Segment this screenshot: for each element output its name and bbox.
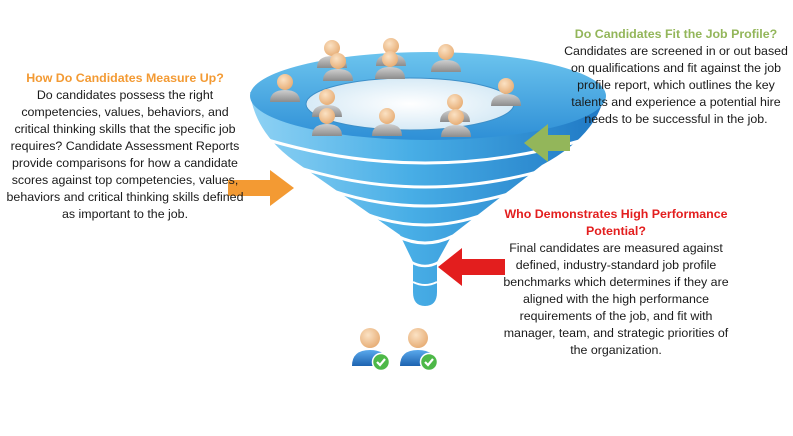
callout-heading: Who Demonstrates High Performance Potent…	[504, 207, 728, 238]
callout-body: Candidates are screened in or out based …	[564, 44, 788, 126]
orange-arrow-icon	[228, 170, 294, 206]
high-performance-callout: Who Demonstrates High Performance Potent…	[496, 206, 736, 359]
approved-person-icon	[400, 328, 439, 372]
green-arrow-icon	[524, 124, 570, 162]
job-profile-fit-callout: Do Candidates Fit the Job Profile? Candi…	[560, 26, 792, 128]
approved-people	[352, 328, 439, 372]
measure-up-callout: How Do Candidates Measure Up? Do candida…	[6, 70, 244, 223]
callout-body: Do candidates possess the right competen…	[6, 88, 244, 221]
callout-body: Final candidates are measured against de…	[503, 241, 729, 357]
red-arrow-icon	[438, 248, 505, 286]
check-icon	[419, 352, 439, 372]
approved-person-icon	[352, 328, 391, 372]
callout-heading: Do Candidates Fit the Job Profile?	[574, 27, 778, 41]
check-icon	[371, 352, 391, 372]
callout-heading: How Do Candidates Measure Up?	[26, 71, 224, 85]
